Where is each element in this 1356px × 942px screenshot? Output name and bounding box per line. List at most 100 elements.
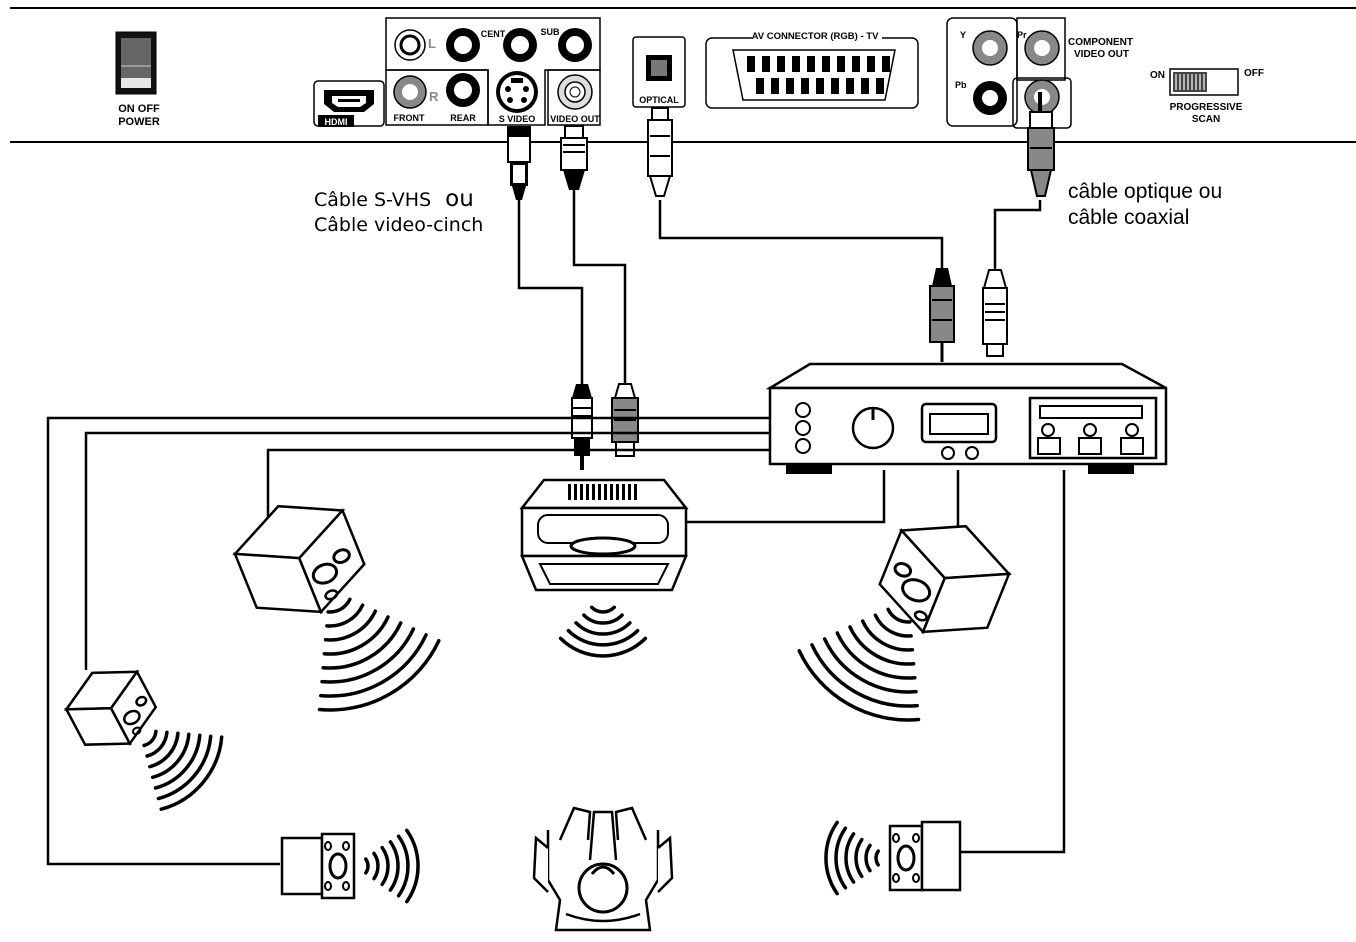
progressive-label-1: PROGRESSIVE (1170, 102, 1243, 113)
sound-wave-arc (145, 730, 169, 758)
sound-wave-arc (797, 648, 921, 722)
component-outputs (946, 17, 1072, 129)
vent-slot (574, 484, 577, 500)
power-label-1: ON OFF (118, 103, 160, 115)
sound-wave-arc (388, 840, 400, 892)
front-right-speaker (878, 524, 1012, 635)
svideo-label: S VIDEO (499, 114, 536, 124)
sound-wave-arc (810, 643, 919, 708)
scart-pin (852, 56, 860, 72)
sound-wave-arc (558, 636, 648, 658)
scart-pin (786, 78, 794, 94)
vent-slot (610, 484, 613, 500)
vent-slot (568, 484, 571, 500)
audio-outputs (385, 17, 601, 126)
vent-slot (616, 484, 619, 500)
wire-surround-left (84, 431, 770, 670)
video-cinch-cable (572, 190, 627, 392)
sound-wave-arc (854, 837, 864, 879)
amp-optical-plug (929, 268, 955, 362)
component-y-label: Y (960, 30, 966, 40)
scart-label: AV CONNECTOR (RGB) - TV (752, 31, 880, 42)
scart-pin (807, 56, 815, 72)
sound-wave-arc (822, 637, 918, 694)
center-speaker (519, 478, 689, 592)
scart-port (705, 37, 919, 109)
sound-wave-arc (319, 633, 428, 698)
rear-panel: ON OFF POWER HDMI (10, 7, 1356, 143)
sound-wave-arc (864, 843, 872, 873)
power-switch[interactable] (115, 31, 157, 95)
front-left-speaker (232, 504, 366, 615)
vent-slot (634, 484, 637, 500)
rear-left-speaker (280, 832, 356, 900)
sound-wave-arc (159, 735, 224, 811)
scart-pin (792, 56, 800, 72)
scart-pin (831, 78, 839, 94)
progressive-label-2: SCAN (1192, 114, 1220, 125)
vent-slot (604, 484, 607, 500)
optical-port (632, 36, 686, 108)
svideo-plug-top (507, 126, 531, 200)
scart-pin (747, 56, 755, 72)
sound-wave-arc (848, 625, 916, 666)
sound-wave-arc (824, 820, 839, 896)
sound-wave-arc (153, 733, 202, 790)
speaker-wires (46, 416, 1066, 866)
scart-pin (846, 78, 854, 94)
sound-wave-arc (156, 734, 213, 801)
sound-wave-arc (582, 613, 624, 625)
rear-right-speaker (888, 820, 962, 892)
scart-pins (747, 56, 890, 94)
sound-wave-arc (396, 834, 410, 898)
progressive-off-label: OFF (1244, 68, 1264, 79)
component-pr-label: Pr (1017, 30, 1027, 40)
wire-rear-right (960, 470, 1066, 854)
amp-video-plug-right (611, 383, 639, 457)
sound-wave-arc (380, 845, 390, 887)
sound-wave-arc (886, 607, 912, 624)
sound-wave-arc (860, 619, 915, 652)
sound-wave-arc (321, 621, 403, 670)
component-title-2: VIDEO OUT (1074, 49, 1129, 60)
vent-slot (592, 484, 595, 500)
videoout-label: VIDEO OUT (550, 114, 600, 124)
wire-center (650, 470, 886, 524)
optical-label: OPTICAL (639, 95, 679, 105)
sound-wave-arc (323, 609, 378, 642)
sound-wave-arc (844, 832, 856, 884)
scart-pin (816, 78, 824, 94)
wire-front-left (266, 448, 770, 530)
coaxial-plug-top (1027, 92, 1055, 197)
scart-pin (882, 56, 890, 72)
scart-pin (822, 56, 830, 72)
coaxial-cable (993, 200, 1042, 270)
audio-rear-label: REAR (450, 113, 476, 123)
scart-pin (837, 56, 845, 72)
video-cable-caption-1b: ou (445, 186, 474, 212)
vent-slot (628, 484, 631, 500)
progressive-switch-ribs (1175, 74, 1205, 90)
vent-slot (598, 484, 601, 500)
wire-rear-left (46, 416, 770, 866)
sound-wave-arc (835, 631, 917, 680)
progressive-switch[interactable] (1169, 68, 1239, 96)
optical-plug-top (647, 107, 673, 197)
scart-pin (777, 56, 785, 72)
scart-pin (861, 78, 869, 94)
video-cable-caption-2: Câble video-cinch (314, 214, 483, 236)
audio-sub-label: SUB (540, 27, 560, 37)
optical-cable (658, 200, 944, 268)
sound-wave-arc (322, 615, 390, 656)
scart-pin (876, 78, 884, 94)
listener-icon (532, 806, 674, 932)
hdmi-label: HDMI (325, 117, 348, 127)
power-label-2: POWER (118, 116, 160, 128)
scart-pin (801, 78, 809, 94)
scart-pin (756, 78, 764, 94)
sound-wave-arc (326, 597, 352, 614)
sound-wave-arc (874, 849, 880, 867)
center-vents (568, 484, 637, 500)
